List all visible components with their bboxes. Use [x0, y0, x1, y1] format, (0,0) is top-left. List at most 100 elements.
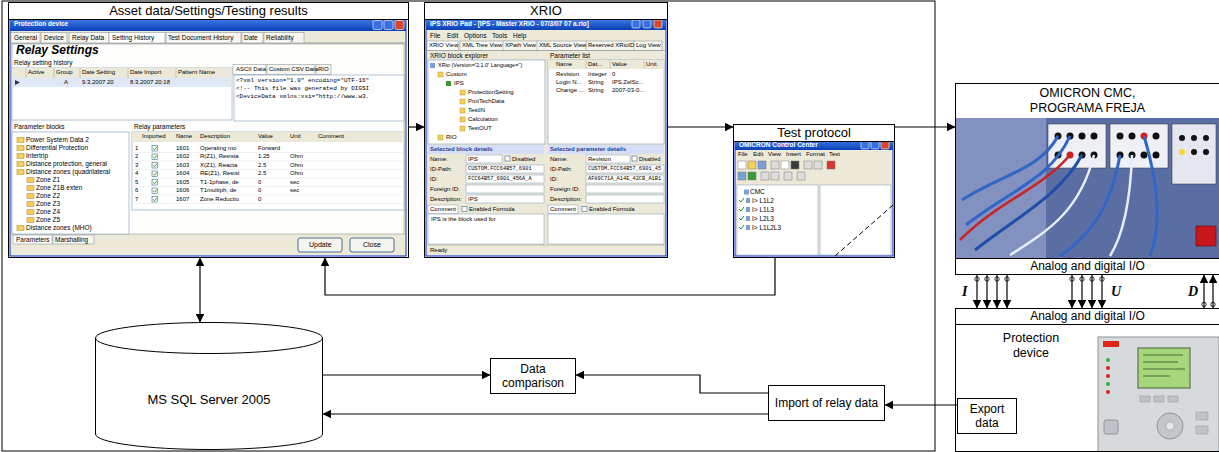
screen-text: ASCII Data	[236, 66, 266, 73]
screen-text: A	[64, 79, 68, 86]
xrio-window-part	[466, 175, 544, 183]
connector	[323, 413, 768, 414]
screen-text: 1601	[176, 145, 189, 152]
screen-text: Disabled	[639, 156, 660, 162]
test-window-part	[746, 225, 750, 230]
screen-text: Reserved XRioID	[588, 42, 634, 49]
screen-text: Ohm	[290, 153, 303, 160]
xrio-window-part	[548, 60, 664, 69]
settings-window	[10, 19, 406, 256]
xrio-window-part	[548, 205, 578, 214]
screen-text: Test Document History	[168, 34, 233, 41]
screen-text: Differential Protection	[26, 144, 88, 151]
screen-text: Zone Z5	[36, 216, 60, 223]
xrio-window-part	[586, 165, 664, 173]
settings-window-part	[395, 21, 404, 30]
settings-window-part	[12, 68, 232, 120]
screen-text: Setting History	[112, 34, 154, 41]
screen-text: 1602	[176, 153, 189, 160]
test-window-part	[820, 185, 891, 255]
screen-text: ProtectionSetting	[468, 89, 514, 96]
settings-window-part	[153, 172, 157, 175]
settings-window-part	[384, 21, 393, 30]
screen-text: Ohm	[290, 170, 303, 177]
xrio-window-part	[466, 155, 502, 163]
settings-window-part	[152, 146, 158, 152]
xrio-window-part	[446, 81, 451, 86]
xrio-window-part	[632, 156, 637, 161]
settings-window-part	[11, 33, 40, 44]
relay-photo-part	[1106, 382, 1110, 386]
process-box: Import of relay data	[768, 385, 885, 421]
connector	[409, 126, 424, 127]
box-label: Data comparison	[491, 362, 575, 390]
settings-window-part	[316, 65, 331, 75]
xrio-window-part	[460, 126, 465, 131]
relay-photo-part	[1157, 413, 1183, 439]
xrio-window-part	[460, 108, 465, 113]
screen-text: 1	[135, 145, 138, 152]
test-set-photo-part	[1141, 152, 1148, 159]
settings-window-part	[298, 238, 342, 252]
screen-text: XML Source View	[539, 42, 586, 49]
test-window-part	[771, 172, 779, 180]
settings-window-part	[132, 132, 404, 210]
test-window-part	[744, 190, 749, 195]
screen-text: 1603	[176, 162, 189, 169]
settings-window-part	[153, 147, 157, 150]
test-window-part	[881, 141, 889, 149]
screen-text: 2.5	[258, 170, 266, 177]
xrio-window-part	[462, 207, 467, 212]
screen-text: 0	[258, 196, 261, 203]
screen-text: FCC64B57_6901_456A_A	[468, 176, 532, 182]
screen-text: Parameter list	[550, 52, 590, 59]
settings-window-part	[373, 21, 382, 30]
screen-text: 1605	[176, 179, 189, 186]
connector	[323, 374, 490, 375]
screen-text: Comment	[318, 133, 344, 140]
screen-text: 2	[135, 153, 138, 160]
process-box: Data comparison	[490, 358, 576, 394]
test-window-part	[746, 198, 750, 203]
screen-text: Update	[309, 241, 332, 249]
test-set-photo-part	[1191, 149, 1197, 155]
test-set-photo	[956, 118, 1219, 258]
settings-window-part	[13, 235, 52, 244]
screen-text: Custom CSV Data	[269, 66, 318, 73]
settings-window-part	[27, 194, 34, 199]
xrio-window	[426, 19, 666, 256]
test-set-photo-part	[966, 136, 1070, 225]
test-window-part	[748, 172, 756, 180]
screen-text: 8.3.2007 20:18	[130, 79, 170, 86]
settings-window-part	[153, 189, 157, 192]
screen-text: Intertrip	[26, 152, 48, 159]
connector	[1081, 275, 1082, 308]
screen-text: Relay Data	[72, 34, 104, 41]
screen-text: Value	[258, 133, 273, 140]
xrio-window-part	[610, 60, 611, 69]
screen-text: Name:	[430, 156, 448, 163]
relay-photo-part	[1166, 422, 1174, 430]
screen-text: Selected parameter details	[550, 146, 626, 153]
connector	[325, 258, 775, 295]
settings-window-part	[132, 161, 404, 162]
screen-text: File	[430, 32, 440, 39]
screen-text: ID:	[430, 176, 438, 183]
screen-text: T1multiph, de	[200, 187, 236, 194]
screen-text: Reliability	[266, 34, 294, 41]
test-set-photo-part	[962, 136, 1058, 200]
xrio-window-part	[428, 60, 545, 144]
screen-text: Relay setting history	[14, 59, 73, 66]
database-label: MS SQL Server 2005	[95, 392, 323, 408]
xrio-window-part	[427, 41, 458, 51]
io-strip: Analog and digital I/O	[955, 258, 1219, 275]
settings-window-part	[132, 186, 404, 187]
test-set-photo-part	[1153, 133, 1160, 140]
screen-text: Insert	[786, 151, 801, 158]
settings-window-part	[27, 210, 34, 215]
screen-text: IPS	[454, 80, 464, 87]
relay-photo-part	[1098, 337, 1219, 452]
connector	[1091, 275, 1092, 308]
screen-text: Unit	[290, 133, 301, 140]
